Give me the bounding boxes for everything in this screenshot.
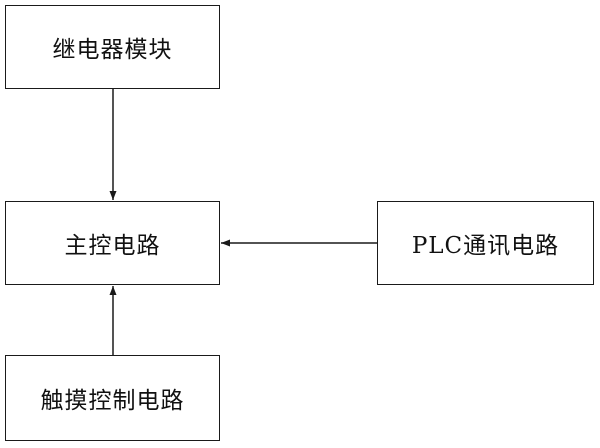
touch-control-box: 触摸控制电路 <box>5 355 220 441</box>
relay-module-label: 继电器模块 <box>52 37 173 63</box>
main-control-box: 主控电路 <box>5 201 220 285</box>
touch-control-label: 触摸控制电路 <box>40 388 185 414</box>
relay-module-box: 继电器模块 <box>5 5 220 89</box>
plc-comm-box: PLC通讯电路 <box>377 201 594 285</box>
plc-comm-label: PLC通讯电路 <box>411 233 560 259</box>
main-control-label: 主控电路 <box>64 233 161 259</box>
